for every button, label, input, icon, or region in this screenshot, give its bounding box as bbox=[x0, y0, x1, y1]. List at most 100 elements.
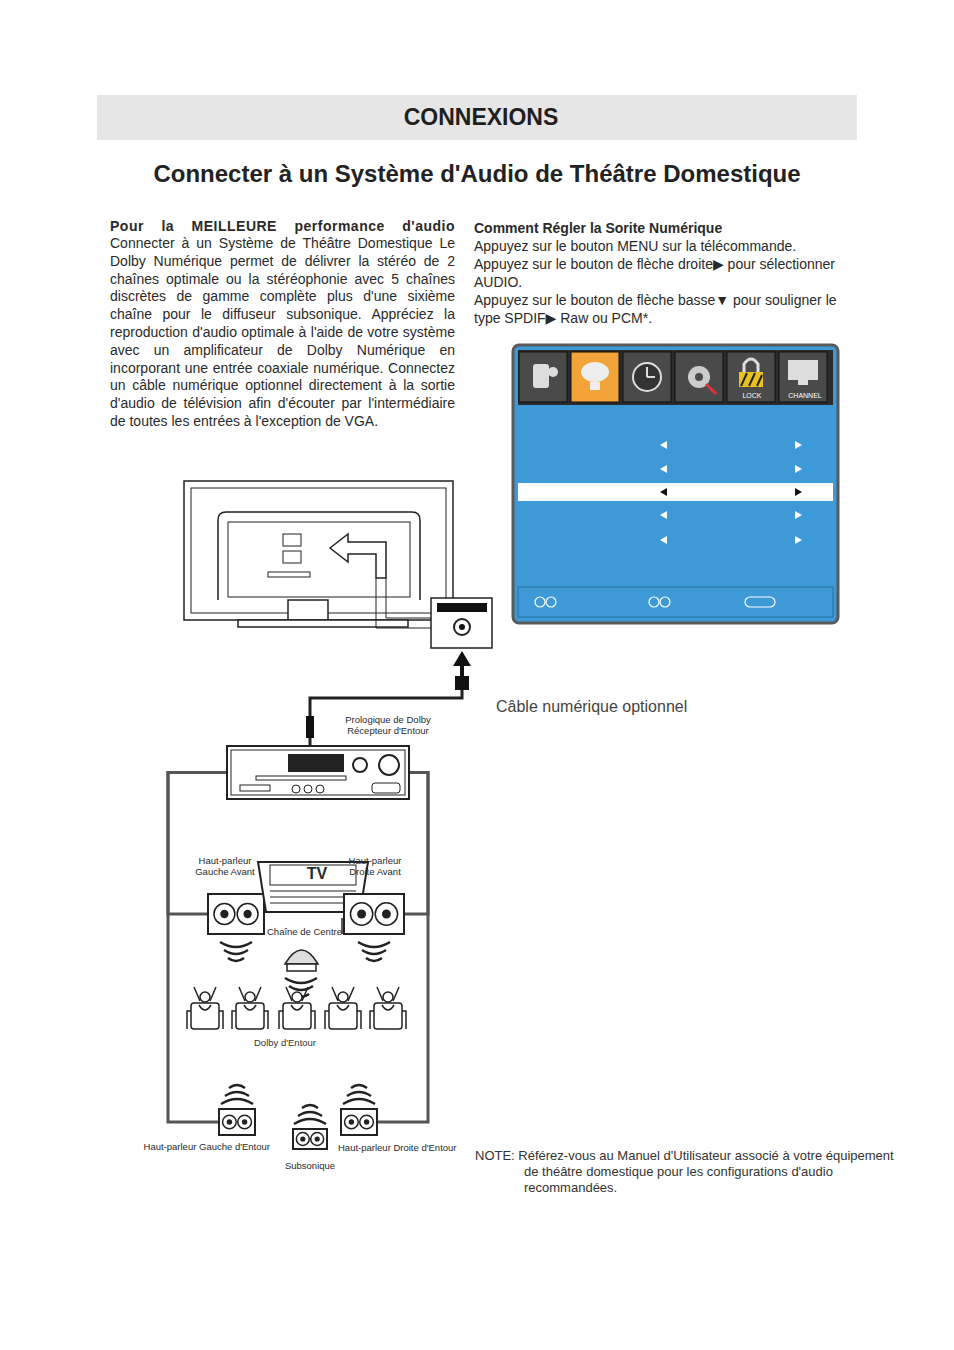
digital-cable bbox=[306, 651, 471, 745]
node-label: Chaîne de Centre bbox=[267, 926, 342, 937]
sound-field-part bbox=[370, 987, 406, 1029]
digital-cable-part bbox=[453, 651, 471, 666]
menu-screen-part bbox=[633, 363, 661, 391]
menu-screen-part bbox=[535, 597, 775, 607]
sound-field-part bbox=[232, 987, 268, 1029]
menu-icon-label: CHANNEL bbox=[781, 391, 829, 400]
speaker-box: Haut-parleur Droite d'Entour bbox=[340, 1108, 378, 1136]
node-label: Haut-parleur Droite Avant bbox=[335, 855, 415, 877]
menu-screen-part-part bbox=[660, 488, 667, 496]
speaker-box: Haut-parleur Gauche d'Entour bbox=[218, 1108, 256, 1136]
tv-back-view-part bbox=[218, 512, 420, 600]
center-speaker: Chaîne de Centre bbox=[283, 942, 320, 972]
shape-part bbox=[293, 1129, 327, 1149]
menu-screen-part bbox=[581, 362, 609, 382]
speaker-box: Haut-parleur Droite Avant bbox=[343, 893, 405, 935]
menu-screen-part bbox=[741, 373, 762, 386]
shape-part bbox=[316, 785, 324, 793]
menu-screen-part bbox=[788, 360, 818, 380]
receiver-box: Prologique de Dolby Récepteur d'Entour bbox=[226, 745, 410, 800]
shape-part bbox=[344, 894, 404, 934]
shape-part bbox=[349, 1119, 354, 1124]
digital-audio-port-part bbox=[437, 603, 487, 612]
node-label: Haut-parleur Gauche Avant bbox=[185, 855, 265, 877]
menu-screen-part bbox=[623, 352, 671, 402]
shape-part bbox=[227, 746, 409, 799]
menu-screen-part-part bbox=[649, 597, 659, 607]
speaker-box-outline bbox=[207, 893, 265, 935]
shape-part bbox=[353, 758, 367, 772]
menu-icon-label: LOCK bbox=[729, 391, 775, 400]
shape-part bbox=[214, 904, 235, 925]
menu-screen-part bbox=[695, 373, 703, 381]
digital-cable-part bbox=[455, 676, 469, 690]
digital-cable-part bbox=[310, 690, 462, 745]
speaker-box-outline bbox=[340, 1108, 378, 1136]
speaker-box-outline bbox=[343, 893, 405, 935]
shape-part bbox=[379, 755, 399, 775]
menu-screen-part-part bbox=[660, 441, 667, 449]
node-label: Subsonique bbox=[272, 1160, 348, 1171]
shape-part bbox=[288, 754, 344, 772]
menu-screen-part bbox=[571, 352, 619, 402]
shape-part bbox=[223, 1115, 237, 1129]
shape-part bbox=[382, 910, 391, 919]
sound-field-part bbox=[221, 1085, 253, 1104]
shape-part bbox=[208, 894, 264, 934]
shape-part bbox=[345, 1115, 359, 1129]
sound-field-part bbox=[220, 942, 252, 961]
digital-audio-port-part bbox=[431, 598, 492, 648]
shape-part bbox=[287, 964, 316, 971]
shape-part bbox=[256, 776, 346, 780]
menu-screen-part bbox=[744, 359, 758, 372]
menu-screen-part-part bbox=[660, 597, 670, 607]
sound-field-part bbox=[325, 987, 361, 1029]
shape-part bbox=[360, 1115, 374, 1129]
speaker-wire bbox=[378, 773, 428, 1123]
shape-part bbox=[311, 1133, 324, 1146]
menu-screen-part bbox=[739, 372, 763, 387]
speaker-box-outline bbox=[218, 1108, 256, 1136]
menu-screen-part bbox=[727, 352, 775, 402]
speaker-box: Haut-parleur Gauche Avant bbox=[207, 893, 265, 935]
sound-field-part bbox=[358, 942, 390, 961]
tv-back-view-part bbox=[228, 522, 410, 597]
shape-part bbox=[375, 903, 397, 925]
shape-part bbox=[219, 1109, 255, 1135]
section-heading: Comment Régler la Sorite Numérique bbox=[474, 219, 844, 237]
tv-back-view-part bbox=[283, 534, 301, 546]
speaker-wire bbox=[168, 773, 226, 915]
shape-part bbox=[238, 1115, 252, 1129]
shape-part bbox=[296, 1133, 309, 1146]
tv-back-view-part bbox=[288, 600, 328, 620]
shape-part bbox=[300, 1136, 305, 1141]
shape-part bbox=[240, 785, 270, 791]
node-label: CONNEXIONS bbox=[97, 95, 865, 140]
shape-part bbox=[341, 1109, 377, 1135]
subwoofer-outline bbox=[292, 1128, 328, 1150]
tv-back-view-part bbox=[268, 572, 310, 577]
menu-screen-part bbox=[533, 364, 549, 388]
sound-field-part bbox=[294, 1105, 326, 1124]
sound-field-part bbox=[279, 987, 315, 1029]
sound-field-part bbox=[187, 987, 223, 1029]
instruction-step: Appuyez sur le bouton MENU sur la téléco… bbox=[474, 237, 844, 255]
menu-screen-part-part bbox=[795, 465, 802, 473]
shape-part bbox=[227, 1119, 232, 1124]
menu-screen-part-part bbox=[660, 465, 667, 473]
node-label: Haut-parleur Droite d'Entour bbox=[338, 1142, 457, 1153]
menu-screen-part-part bbox=[660, 511, 667, 519]
menu-screen-part bbox=[660, 441, 802, 544]
menu-screen-part bbox=[548, 367, 558, 377]
menu-screen-part bbox=[518, 483, 833, 501]
shape-part bbox=[292, 785, 300, 793]
tv-back-view-part bbox=[330, 534, 386, 578]
menu-screen-part-part bbox=[660, 536, 667, 544]
shape-part bbox=[285, 950, 318, 964]
body-paragraph: Connecter à un Système de Théâtre Domest… bbox=[110, 235, 455, 431]
page-title: Connecter à un Système d'Audio de Théâtr… bbox=[0, 160, 954, 188]
cable-label: Câble numérique optionnel bbox=[496, 698, 687, 716]
menu-screen-part-part bbox=[795, 488, 802, 496]
